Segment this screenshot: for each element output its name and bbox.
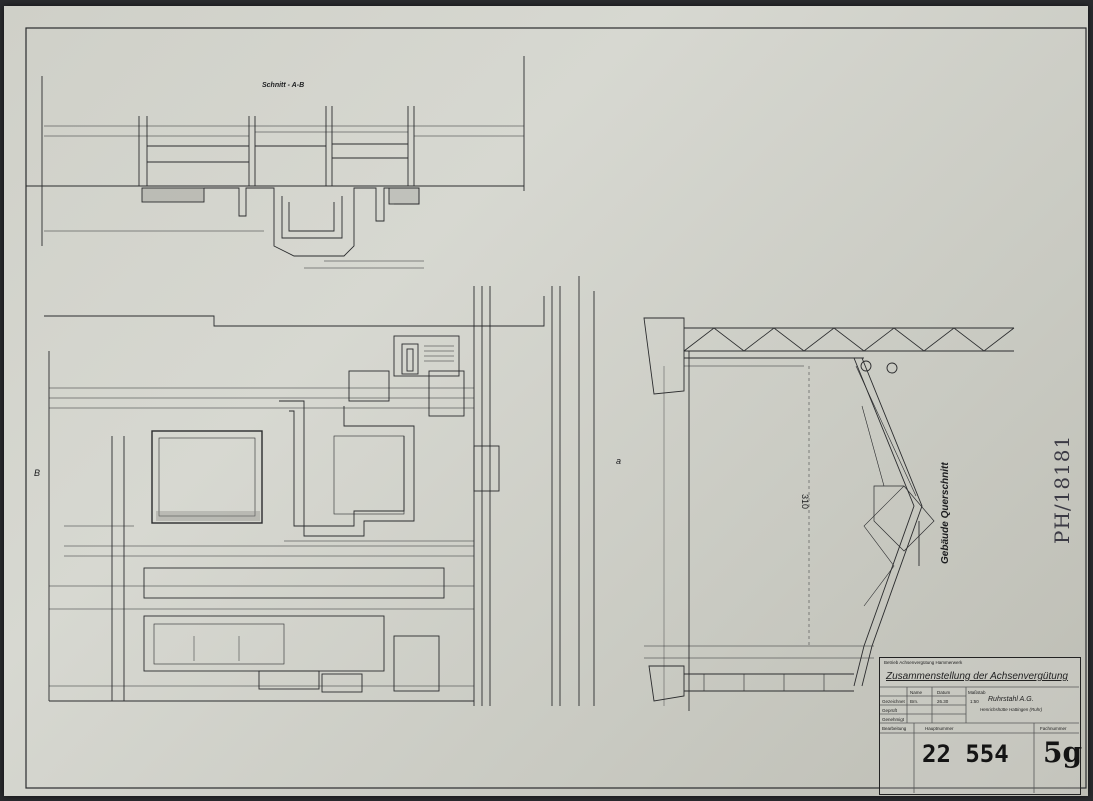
sub-number-label: Fachnummer [1040, 726, 1067, 731]
title-block: Betrieb Achsenvergütung Hammerwerk Zusam… [879, 657, 1083, 795]
drawing-title: Zusammenstellung der Achsenvergütung [886, 671, 1068, 682]
building-cross-section [643, 317, 1015, 711]
drawn-date: 26.30 [937, 699, 949, 704]
section-ab-drawing [26, 56, 525, 269]
company-name: Ruhrstahl A.G. [988, 696, 1034, 703]
company-subtitle: Henrichshütte Hattingen (Ruhr) [980, 707, 1043, 712]
drawing-sheet: Schnitt - A-B B a 310 Gebäude Querschnit… [4, 6, 1088, 796]
marker-b: B [34, 468, 41, 478]
marker-a: a [616, 456, 622, 466]
col-date: Datum [937, 690, 951, 695]
drawn-name: Brn. [910, 699, 919, 704]
row-checked: Geprüft [882, 708, 898, 713]
main-number: 22 554 [922, 740, 1009, 768]
cross-section-label: Gebäude Querschnitt [940, 462, 951, 564]
height-label: 310 [800, 494, 810, 510]
col-name: Name [910, 690, 923, 695]
row-approved: Genehmigt [882, 717, 905, 722]
row-edited: Bearbeitung [882, 726, 907, 731]
archive-stamp: PH/18181 [1050, 434, 1074, 544]
col-scale: Maßstab [968, 690, 986, 695]
technical-drawing [25, 27, 1087, 793]
main-number-label: Hauptnummer [925, 726, 954, 731]
row-drawn: Gezeichnet [882, 699, 905, 704]
drawing-scale: 1:50 [970, 699, 979, 704]
title-block-grid [879, 686, 1079, 793]
title-block-header: Betrieb Achsenvergütung Hammerwerk [884, 660, 963, 665]
sub-number: 5g [1043, 736, 1083, 769]
sheet-border [25, 27, 1087, 789]
section-title: Schnitt - A-B [262, 82, 305, 89]
plan-view-drawing [44, 276, 595, 706]
